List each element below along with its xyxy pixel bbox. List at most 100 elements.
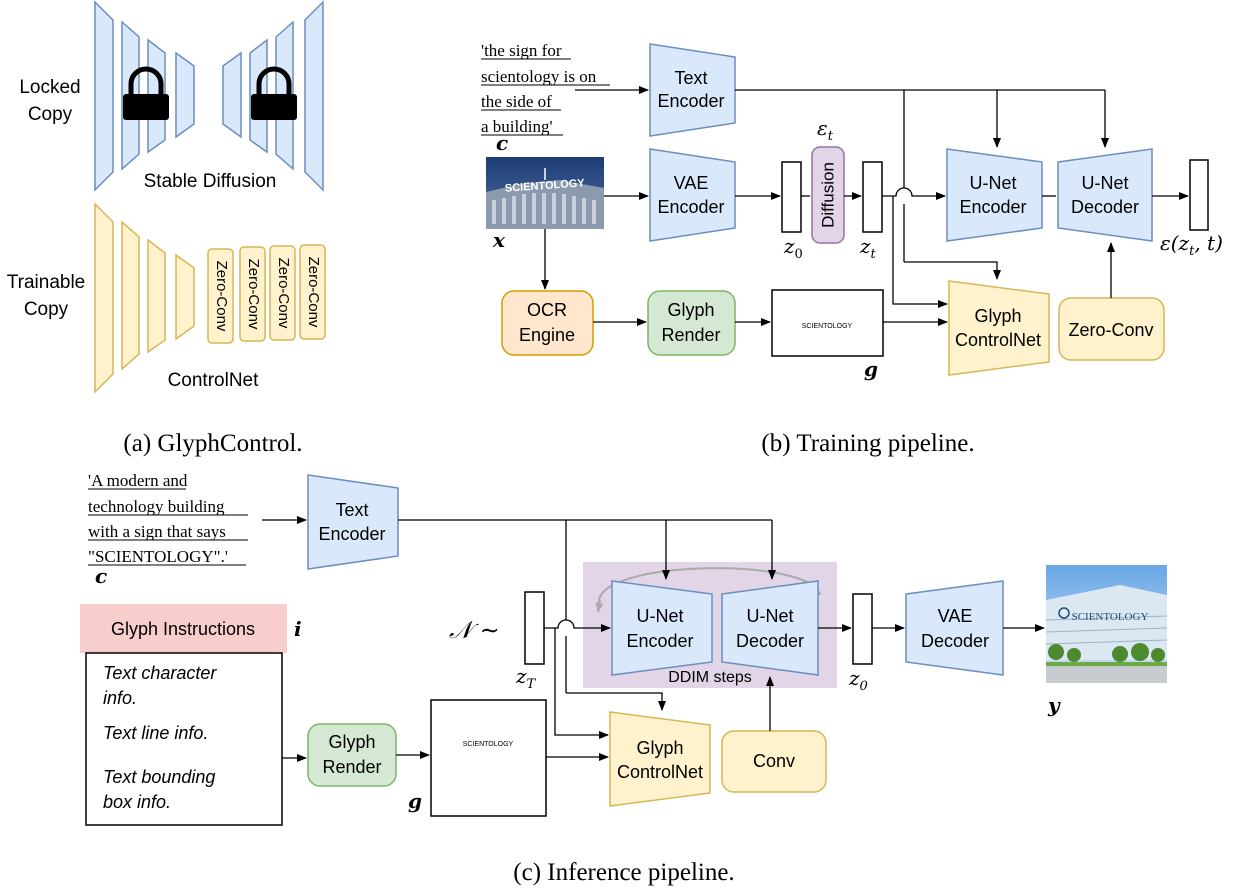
text-encoder-label: Encoder bbox=[318, 524, 385, 544]
prompt-line: with a sign that says bbox=[88, 522, 226, 541]
ddim-loop-arrow bbox=[597, 567, 821, 609]
controlnet-label: ControlNet bbox=[168, 370, 260, 391]
zt-latent bbox=[862, 161, 883, 233]
stable-diffusion-label: Stable Diffusion bbox=[144, 171, 277, 192]
glyph-image-b bbox=[771, 289, 884, 357]
vae-encoder-label: Encoder bbox=[657, 197, 724, 217]
unet-decoder-label: Decoder bbox=[736, 631, 804, 651]
instruction-text: info. bbox=[103, 688, 137, 708]
vae-decoder bbox=[905, 580, 1004, 676]
panel-a: Locked Copy Stable Diffusion Trainable C… bbox=[7, 0, 326, 457]
unet-decoder-label: U-Net bbox=[1081, 173, 1128, 193]
x-label: x bbox=[492, 228, 506, 252]
output-noise-pred bbox=[1189, 159, 1209, 231]
unet-encoder-label: U-Net bbox=[636, 606, 683, 626]
zt-label: zt bbox=[859, 234, 877, 262]
z0-label: z0 bbox=[783, 234, 803, 262]
z0-latent-c bbox=[852, 593, 873, 665]
vae-encoder-label: VAE bbox=[674, 173, 709, 193]
conv-block bbox=[721, 730, 827, 793]
zero-conv-blocks: Zero-Conv Zero-Conv Zero-Conv Zero-Conv bbox=[207, 244, 326, 344]
prompt-line: 'A modern and bbox=[88, 471, 188, 490]
text-encoder-b bbox=[649, 43, 736, 137]
output-label: ε(zt, t) bbox=[1160, 231, 1223, 259]
prompt-line: technology building bbox=[88, 497, 225, 516]
c-label: c bbox=[95, 564, 107, 588]
zT-latent bbox=[524, 591, 545, 665]
g-label: g bbox=[408, 789, 422, 813]
prompt-line: 'the sign for bbox=[481, 41, 562, 60]
prompt-line: scientology is on bbox=[481, 67, 597, 86]
zero-conv-label: Zero-Conv bbox=[1068, 320, 1153, 340]
zero-conv-block bbox=[207, 248, 234, 344]
g-label: g bbox=[864, 357, 878, 381]
inference-prompt: 'A modern and technology building with a… bbox=[88, 471, 248, 566]
unet-encoder-c bbox=[611, 580, 713, 676]
text-encoder-label: Text bbox=[674, 68, 707, 88]
zero-conv-label: Zero-Conv bbox=[245, 259, 262, 330]
input-image-x: SCIENTOLOGY bbox=[486, 157, 604, 229]
z0-latent bbox=[781, 161, 802, 233]
prompt-line: the side of bbox=[481, 92, 552, 111]
c-label: c bbox=[496, 131, 508, 155]
noise-label: 𝒩 ∼ bbox=[449, 616, 500, 644]
unet-encoder-b bbox=[946, 148, 1043, 242]
glyph-image-text: SCIENTOLOGY bbox=[802, 323, 853, 330]
glyph-render-label: Glyph bbox=[667, 300, 714, 320]
glyph-render-label: Render bbox=[661, 325, 720, 345]
panel-b: 'the sign for scientology is on the side… bbox=[481, 41, 1223, 457]
y-label: y bbox=[1047, 693, 1061, 717]
zero-conv-block bbox=[299, 244, 326, 340]
glyph-instructions-label: Glyph Instructions bbox=[111, 619, 255, 639]
caption-a: (a) GlyphControl. bbox=[123, 430, 302, 457]
locked-label-line1: Locked bbox=[19, 77, 80, 98]
z0-label: z0 bbox=[848, 666, 868, 694]
zero-conv-block bbox=[239, 246, 266, 342]
lock-icon bbox=[251, 66, 297, 120]
zero-conv-block bbox=[269, 245, 296, 341]
ocr-engine bbox=[501, 290, 594, 356]
unet-encoder-label: U-Net bbox=[969, 173, 1016, 193]
panel-c: 'A modern and technology building with a… bbox=[80, 471, 1168, 886]
trainable-encoder bbox=[94, 202, 195, 394]
instruction-text: Text character bbox=[103, 663, 217, 683]
instruction-text: Text line info. bbox=[103, 723, 208, 743]
trainable-label-line1: Trainable bbox=[7, 272, 86, 293]
diffusion-label: Diffusion bbox=[818, 162, 837, 228]
glyph-render-label: Glyph bbox=[328, 732, 375, 752]
glyph-controlnet-label: Glyph bbox=[974, 306, 1021, 326]
glyph-instructions-box bbox=[85, 652, 283, 826]
glyph-controlnet-label: ControlNet bbox=[955, 330, 1041, 350]
unet-decoder-b bbox=[1057, 148, 1153, 242]
diffusion-block bbox=[811, 146, 845, 244]
unet-decoder-label: U-Net bbox=[746, 606, 793, 626]
photo-sign: SCIENTOLOGY bbox=[505, 177, 586, 195]
zero-conv-label: Zero-Conv bbox=[213, 261, 230, 332]
lock-icon bbox=[123, 66, 169, 120]
prompt-line: a building' bbox=[481, 117, 553, 136]
glyph-controlnet-c bbox=[609, 711, 711, 807]
glyph-controlnet-label: ControlNet bbox=[617, 762, 703, 782]
glyph-image-text: SCIENTOLOGY bbox=[463, 741, 514, 748]
connectors-c bbox=[262, 516, 1045, 762]
unet-decoder-c bbox=[721, 580, 819, 676]
zero-conv-label: Zero-Conv bbox=[305, 257, 322, 328]
text-encoder-label: Text bbox=[335, 500, 368, 520]
instruction-text: Text bounding bbox=[103, 767, 215, 787]
prompt-line: "SCIENTOLOGY".' bbox=[88, 547, 228, 566]
glyph-instructions-header bbox=[80, 604, 287, 653]
locked-label-line2: Copy bbox=[28, 104, 73, 125]
eps-t-label: εt bbox=[817, 116, 834, 144]
glyph-controlnet-label: Glyph bbox=[636, 738, 683, 758]
unet-encoder-label: Encoder bbox=[626, 631, 693, 651]
instruction-text: box info. bbox=[103, 792, 171, 812]
vae-encoder bbox=[649, 148, 736, 242]
zero-conv-label: Zero-Conv bbox=[275, 258, 292, 329]
vae-decoder-label: Decoder bbox=[921, 631, 989, 651]
photo-sign: SCIENTOLOGY bbox=[1072, 611, 1149, 623]
text-encoder-c bbox=[307, 474, 399, 570]
ddim-steps-label: DDIM steps bbox=[668, 669, 752, 686]
connectors-b bbox=[541, 86, 1189, 326]
caption-b: (b) Training pipeline. bbox=[761, 430, 974, 457]
